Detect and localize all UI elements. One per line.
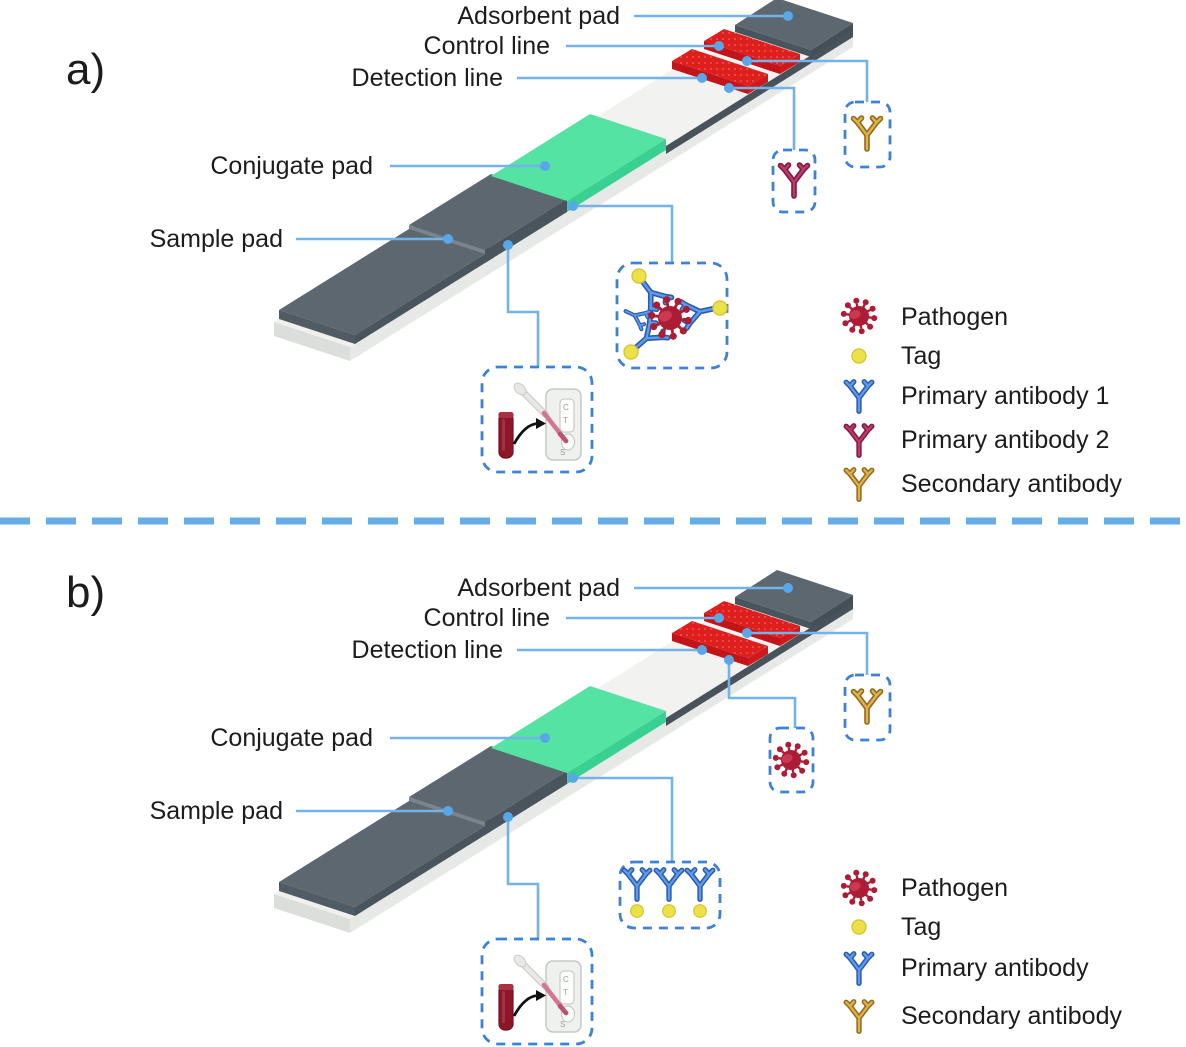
complex-tag-1 <box>631 268 647 284</box>
legend-label-primary-2-a: Primary antibody 2 <box>901 426 1109 454</box>
leader-dot-conjugate-a <box>540 161 550 171</box>
elbow-control-gold-a <box>747 59 869 102</box>
complex-tag-3 <box>623 344 639 360</box>
tagged-antibody-tag-3 <box>693 904 707 918</box>
legend-label-primary-1-a: Primary antibody 1 <box>901 382 1109 410</box>
dot-sample-inner-b <box>503 812 513 822</box>
legend-b: Pathogen Tag Primary antibody Secondary … <box>839 868 1122 1031</box>
primary-antibody-1-icon <box>846 382 872 411</box>
leader-dot-adsorbent-b <box>783 583 793 593</box>
leader-dot-control-a <box>714 41 724 51</box>
legend-item: Primary antibody <box>846 954 1089 983</box>
leader-dot-detection-a <box>697 73 707 83</box>
panel-a: a) <box>66 0 1122 499</box>
elbow-detection-pathogen-b <box>727 660 797 728</box>
panel-b-letter: b) <box>66 568 105 617</box>
label-sample-pad-a: Sample pad <box>150 225 283 253</box>
leader-dot-sample-b <box>443 806 453 816</box>
tagged-antibody-tag-1 <box>630 904 644 918</box>
leader-dot-control-b <box>714 613 724 623</box>
legend-label-pathogen-a: Pathogen <box>901 303 1008 331</box>
dot-detection-inner-a <box>724 83 734 93</box>
legend-a: Pathogen Tag Primary antibody 1 Primary … <box>839 296 1122 499</box>
dot-control-inner-a <box>742 56 752 66</box>
legend-label-tag-a: Tag <box>901 342 941 370</box>
legend-item: Primary antibody 2 <box>846 426 1109 455</box>
leader-dot-adsorbent-a <box>783 11 793 21</box>
label-detection-line-a: Detection line <box>352 64 503 92</box>
label-detection-line-b: Detection line <box>352 636 503 664</box>
elbow-detection-pink-a <box>729 86 796 150</box>
tagged-antibody-tag-2 <box>662 904 676 918</box>
primary-antibody-2-icon <box>846 426 872 455</box>
dot-conjugate-inner-a <box>568 201 578 211</box>
leader-dot-conjugate-b <box>540 733 550 743</box>
elbow-control-gold-b <box>747 631 869 675</box>
label-adsorbent-pad-a: Adsorbent pad <box>457 2 620 30</box>
legend-item: Secondary antibody <box>846 470 1122 499</box>
tag-icon <box>851 919 867 935</box>
dot-control-inner-b <box>742 628 752 638</box>
elbow-conjugate-b <box>573 776 674 862</box>
secondary-antibody-icon <box>846 1002 872 1031</box>
elbow-conjugate-complex-a <box>573 204 674 263</box>
legend-item: Pathogen <box>839 296 1008 336</box>
leader-dot-sample-a <box>443 234 453 244</box>
primary-antibody-icon <box>846 954 872 983</box>
legend-item: Pathogen <box>839 868 1008 908</box>
legend-label-primary-b: Primary antibody <box>901 954 1089 982</box>
secondary-antibody-icon <box>846 470 872 499</box>
complex-tag-2 <box>712 300 728 316</box>
legend-item: Tag <box>851 913 941 941</box>
legend-label-pathogen-b: Pathogen <box>901 874 1008 902</box>
dot-conjugate-inner-b <box>568 773 578 783</box>
legend-item: Tag <box>851 342 941 370</box>
legend-label-tag-b: Tag <box>901 913 941 941</box>
elbow-sample-a <box>506 245 540 367</box>
label-conjugate-pad-a: Conjugate pad <box>210 152 373 180</box>
dot-sample-inner-a <box>503 240 513 250</box>
elbow-sample-b <box>506 817 540 939</box>
leader-dot-detection-b <box>697 645 707 655</box>
test-strip-a <box>274 0 853 361</box>
label-control-line-a: Control line <box>424 32 550 60</box>
label-adsorbent-pad-b: Adsorbent pad <box>457 574 620 602</box>
legend-item: Secondary antibody <box>846 1002 1122 1031</box>
legend-label-secondary-a: Secondary antibody <box>901 470 1122 498</box>
pathogen-icon <box>839 296 879 336</box>
legend-label-secondary-b: Secondary antibody <box>901 1002 1122 1030</box>
label-control-line-b: Control line <box>424 604 550 632</box>
label-conjugate-pad-b: Conjugate pad <box>210 724 373 752</box>
label-sample-pad-b: Sample pad <box>150 797 283 825</box>
legend-item: Primary antibody 1 <box>846 382 1109 411</box>
pathogen-icon <box>839 868 879 908</box>
panel-b: b) <box>66 568 1122 1046</box>
tag-icon <box>851 348 867 364</box>
dot-detection-inner-b <box>724 655 734 665</box>
panel-a-letter: a) <box>66 45 105 94</box>
